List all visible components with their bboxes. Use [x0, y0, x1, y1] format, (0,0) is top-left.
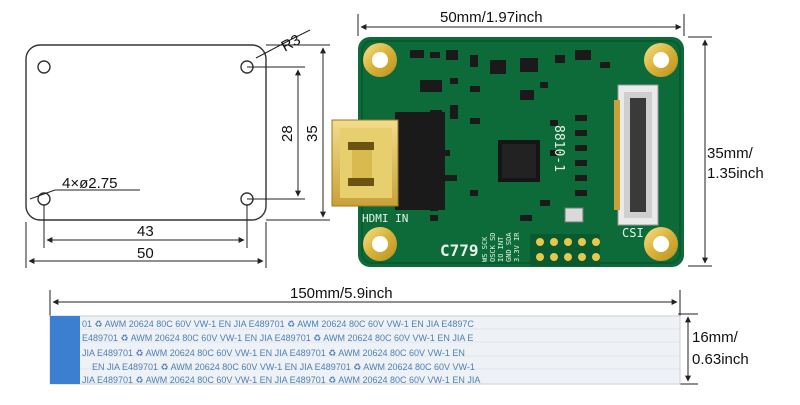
radius-leader: [255, 39, 291, 59]
cable-print-row: JIA E489701 ♻ AWM 20624 80C 60V VW-1 EN …: [82, 375, 480, 385]
pin-label: OSCK SD: [489, 232, 497, 262]
pin-label: 3.3V IR: [513, 232, 521, 262]
pin-header: [530, 234, 600, 266]
mounting-hole: [37, 192, 51, 206]
pcb-board: 50mm/1.97inch 35mm/ 1.35inch: [331, 9, 764, 267]
board-height-label-2: 1.35inch: [707, 165, 764, 182]
board-height-label-1: 35mm/: [707, 145, 754, 162]
cable-width-label-2: 0.63inch: [692, 351, 749, 368]
csi-label: CSI: [622, 226, 644, 240]
pin-label: WS SCK: [481, 236, 489, 262]
model-label: C779: [440, 241, 479, 260]
mounting-hole: [363, 43, 397, 77]
cable-stiffener: [50, 316, 80, 384]
dim-label-35: 35: [304, 125, 321, 142]
cable-print-row: JIA E489701 ♻ AWM 20624 80C 60V VW-1 EN …: [82, 348, 465, 358]
chip-label: 8810-1: [551, 125, 566, 172]
pin-label: GND SDA: [505, 232, 513, 262]
mounting-hole: [644, 43, 678, 77]
technical-drawing: R3 4×ø2.75 28 35 43 50: [25, 29, 330, 268]
ribbon-cable: [49, 315, 681, 385]
holes-leader: [29, 189, 56, 200]
cable-conductors: [50, 328, 680, 370]
mounting-hole: [37, 60, 51, 74]
dim-label-28: 28: [279, 125, 296, 142]
bridge-chip: [498, 140, 540, 182]
cable-print-row: 01 ♻ AWM 20624 80C 60V VW-1 EN JIA E4897…: [82, 319, 474, 329]
radius-leader: [289, 29, 311, 41]
cable-length-label: 150mm/5.9inch: [290, 285, 393, 302]
mounting-hole: [363, 227, 397, 261]
board-width-label: 50mm/1.97inch: [440, 9, 543, 26]
cable-print-row: E489701 ♻ AWM 20624 80C 60V VW-1 EN JIA …: [82, 333, 473, 343]
hdmi-label: HDMI IN: [362, 212, 408, 225]
pin-label: IO INT: [497, 236, 505, 262]
csi-connector: [614, 84, 659, 226]
crystal-oscillator: [564, 207, 584, 223]
dim-label-43: 43: [137, 223, 154, 240]
board-outline: [25, 44, 267, 221]
hdmi-connector: [331, 112, 445, 210]
holes-label: 4×ø2.75: [62, 175, 117, 192]
dim-label-50: 50: [137, 245, 154, 262]
mounting-hole: [644, 227, 678, 261]
cable-width-label-1: 16mm/: [692, 329, 739, 346]
cable-print-row: EN JIA E489701 ♻ AWM 20624 80C 60V VW-1 …: [92, 362, 475, 372]
flex-cable-section: 150mm/5.9inch 16mm/ 0.63inch 01 ♻ AWM 20…: [49, 285, 749, 385]
